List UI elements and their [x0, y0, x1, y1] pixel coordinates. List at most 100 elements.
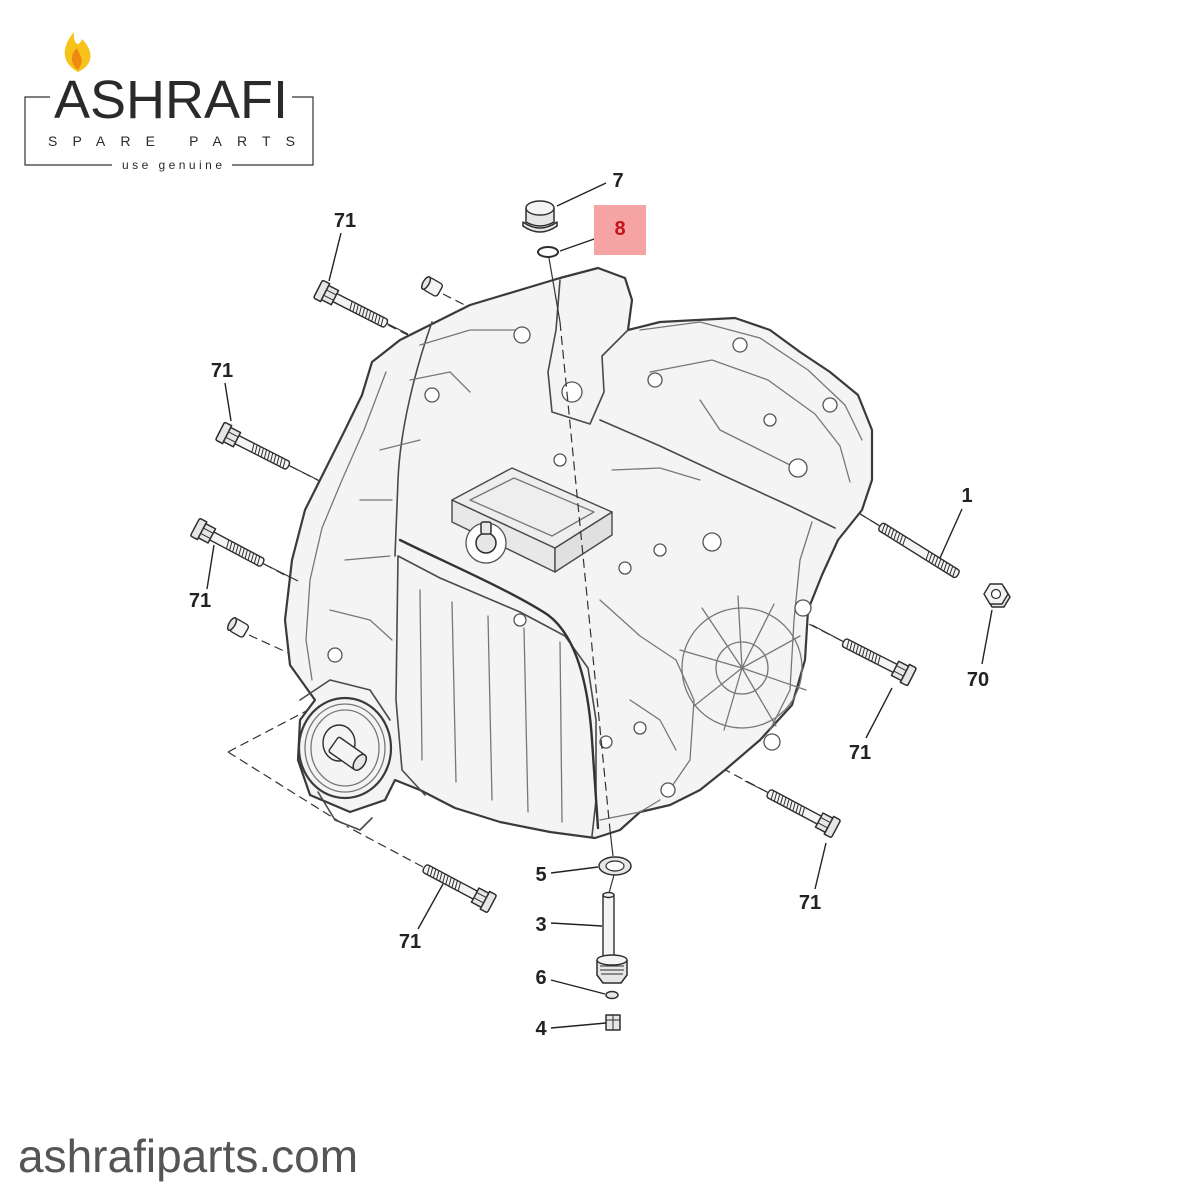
highlight-box — [594, 205, 646, 255]
boss — [660, 782, 676, 798]
plug-facets — [606, 1015, 620, 1030]
tube-body — [602, 894, 615, 959]
flame-inner — [71, 48, 82, 70]
callout-label: 6 — [535, 967, 546, 989]
tube-top — [602, 891, 615, 899]
callout-label: 71 — [334, 210, 356, 232]
connector-plug — [475, 532, 497, 554]
callout-labels: 71 71 71 71 71 71 7 8 1 70 5 3 6 4 — [189, 170, 989, 1040]
leader-line — [417, 883, 444, 930]
transmission-housing — [283, 266, 874, 840]
case-side-ridge — [769, 521, 813, 731]
filler-cap-7 — [522, 200, 558, 233]
washer-bore — [605, 860, 625, 872]
logo-frame — [24, 96, 314, 166]
bell-housing-ribs — [329, 329, 521, 641]
bolt-71 — [762, 783, 842, 839]
bolt-axis-extensions — [261, 322, 881, 794]
leader-line — [206, 544, 215, 590]
drive-pulley — [297, 679, 393, 831]
bolt-71 — [214, 421, 294, 476]
bell-housing-rim — [305, 371, 387, 681]
callout-label: 1 — [961, 485, 972, 507]
control-module — [451, 467, 613, 573]
filler-cap-top — [525, 200, 555, 216]
filler-cap-flange — [522, 221, 558, 233]
pulley-shaft-end — [352, 753, 368, 771]
end-cover-hub — [715, 641, 769, 695]
dipstick-axis-line — [548, 257, 561, 323]
pulley-axis-lines — [227, 707, 349, 828]
locating-dowel — [225, 615, 251, 639]
bolt-axis-line — [347, 826, 424, 868]
bolt-71 — [312, 279, 392, 334]
boss — [763, 733, 781, 751]
control-module-top-face — [451, 467, 613, 549]
callout-label-highlighted: 8 — [614, 218, 625, 240]
callout-label: 4 — [535, 1018, 547, 1040]
leader-line — [328, 232, 342, 282]
callout-label: 71 — [211, 360, 233, 382]
callout-label: 71 — [189, 590, 211, 612]
callout-label: 5 — [535, 864, 546, 886]
tube-fitting-knurl — [600, 965, 624, 975]
oil-pan-ribs — [419, 589, 563, 823]
leader-line — [224, 382, 232, 422]
leader-lines — [206, 182, 993, 1029]
brand-name: ASHRAFI — [54, 70, 288, 130]
callout-label: 71 — [399, 931, 421, 953]
mounting-bosses — [327, 326, 838, 798]
pulley-groove — [310, 709, 380, 787]
boss — [732, 337, 748, 353]
pulley-bracket — [317, 791, 373, 831]
o-ring — [537, 246, 559, 258]
leader-line — [559, 237, 598, 252]
stud-1 — [876, 521, 962, 580]
boss — [618, 561, 632, 575]
dipstick-axis-line — [559, 321, 611, 831]
dipstick-axis-line — [609, 829, 614, 857]
leader-line — [814, 842, 827, 890]
boss — [822, 397, 838, 413]
wiring-harness — [398, 538, 600, 830]
small-washer — [605, 990, 619, 1000]
boss — [653, 543, 667, 557]
seal-washer-5 — [598, 856, 632, 876]
callout-label: 7 — [612, 170, 623, 192]
piston-flame-icon — [64, 32, 91, 72]
nut-70 — [983, 583, 1011, 608]
brand-logo: ASHRAFI SPARE PARTS use genuine — [24, 32, 314, 172]
boss — [561, 381, 583, 403]
boss — [513, 326, 531, 344]
leader-line — [550, 866, 599, 874]
control-module-cover-edge — [469, 477, 595, 537]
end-cover-ring — [681, 607, 803, 729]
washer-6 — [605, 990, 619, 1000]
leader-line — [939, 508, 963, 559]
leader-line — [550, 979, 606, 995]
leader-line — [556, 182, 607, 207]
end-cover-radial-ribs — [679, 595, 807, 731]
case-seam — [599, 419, 836, 529]
boss — [424, 387, 440, 403]
boss — [763, 413, 777, 427]
leader-line — [865, 687, 893, 739]
leader-line — [550, 1022, 607, 1029]
callout-label: 70 — [967, 669, 989, 691]
o-ring-8 — [537, 246, 559, 258]
tube-fitting-top — [596, 954, 628, 966]
locating-dowel — [419, 274, 445, 298]
drain-plug-4 — [605, 1014, 621, 1031]
bell-housing-seam — [394, 321, 433, 557]
leader-line — [981, 609, 993, 665]
pulley-groove — [304, 703, 386, 793]
dipstick-boss — [547, 279, 629, 425]
pulley-shaft — [328, 736, 368, 771]
bolt-71 — [838, 632, 918, 687]
website-url: ashrafiparts.com — [18, 1130, 358, 1182]
callout-label: 71 — [799, 892, 821, 914]
connector-latch — [480, 521, 492, 535]
dipstick-tube-3 — [596, 891, 628, 984]
boss — [788, 458, 808, 478]
